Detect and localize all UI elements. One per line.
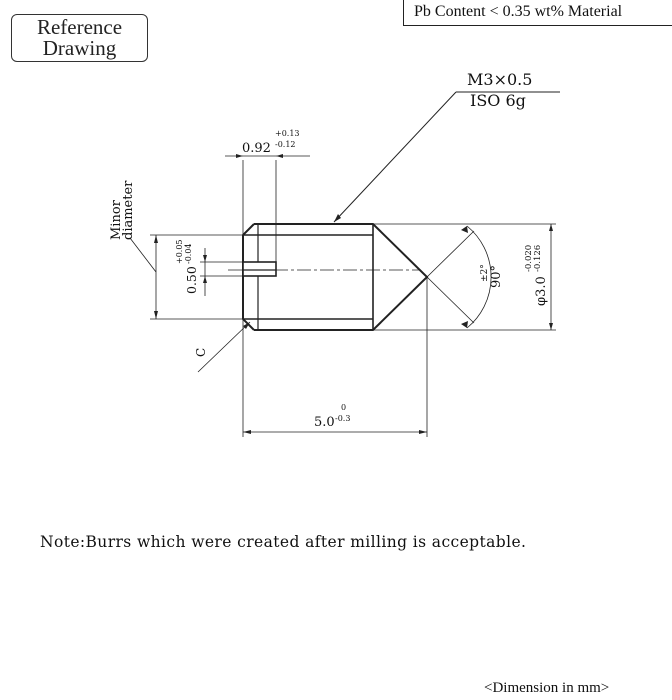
slot-width-value: 0.92 — [242, 141, 271, 156]
minor-label-2: diameter — [121, 180, 136, 240]
thread-tolerance: ISO 6g — [470, 91, 526, 110]
thread-size: M3×0.5 — [467, 70, 532, 89]
slot-depth-value: 0.50 — [184, 266, 199, 294]
angle-dimension: 90° ±2° — [426, 225, 504, 329]
thread-spec-callout: M3×0.5 ISO 6g — [333, 70, 560, 223]
dimension-unit: <Dimension in mm> — [484, 680, 610, 696]
material-note-text: Pb Content < 0.35 wt% Material — [414, 3, 623, 20]
material-note-box: Pb Content < 0.35 wt% Material — [403, 0, 672, 26]
length-lower: -0.3 — [335, 414, 350, 423]
outer-diameter-dimension: φ3.0 -0.020 -0.126 — [373, 223, 556, 331]
minor-diameter-dimension: Minor diameter — [109, 180, 243, 320]
length-value: 5.0 — [314, 415, 335, 430]
reference-label: Reference — [36, 15, 123, 39]
drawing-label: Drawing — [42, 36, 117, 60]
milling-note: Note:Burrs which were created after mill… — [40, 533, 527, 551]
angle-tolerance: ±2° — [480, 264, 490, 282]
slot-width-upper: +0.13 — [275, 129, 300, 138]
slot — [242, 261, 277, 277]
outer-diameter-upper: -0.020 — [524, 245, 534, 272]
screw-outline — [242, 223, 429, 331]
chamfer-label: C — [194, 348, 208, 357]
outer-diameter-value: φ3.0 — [534, 276, 549, 306]
slot-width-lower: -0.12 — [275, 140, 296, 149]
reference-drawing-stamp: Reference Drawing — [11, 14, 148, 62]
outer-diameter-lower: -0.126 — [533, 245, 543, 272]
minor-label-1: Minor — [109, 199, 124, 240]
slot-depth-dimension: 0.50 +0.05 -0.04 — [175, 239, 243, 296]
angle-value: 90° — [489, 265, 504, 288]
slot-depth-upper: +0.05 — [175, 239, 184, 264]
chamfer-callout: C — [194, 321, 251, 373]
slot-width-dimension: 0.92 +0.13 -0.12 — [225, 129, 310, 262]
length-upper: 0 — [341, 403, 346, 412]
slot-depth-lower: -0.04 — [184, 243, 193, 264]
length-dimension: 5.0 0 -0.3 — [242, 277, 428, 437]
